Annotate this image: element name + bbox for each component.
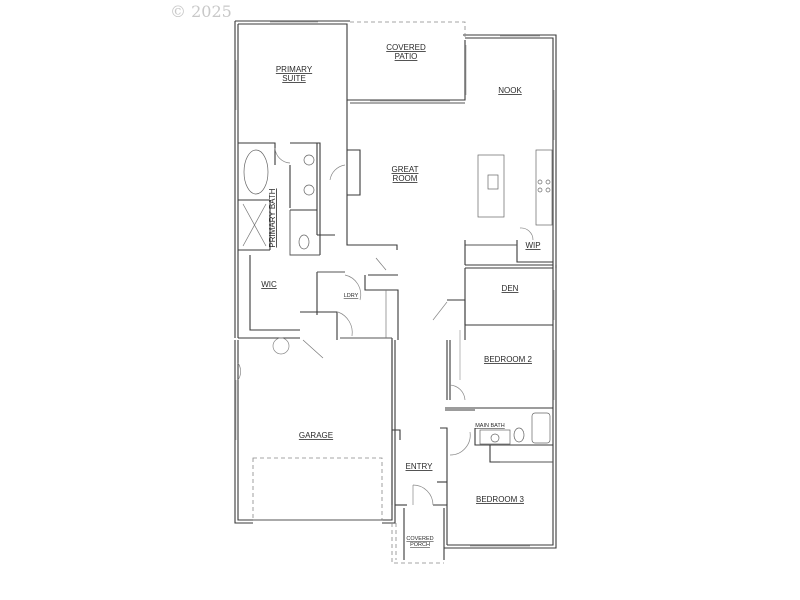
svg-text:PORCH: PORCH xyxy=(410,542,430,548)
room-label-entry: ENTRY xyxy=(406,462,434,471)
room-label-covered-porch: COVERED xyxy=(406,536,433,542)
room-label-nook: NOOK xyxy=(498,86,522,95)
shower-icon xyxy=(242,203,267,247)
room-label-wip: WIP xyxy=(525,241,540,250)
toilet-icon xyxy=(513,427,525,443)
sink-icon xyxy=(303,154,315,166)
main-bath xyxy=(449,412,553,463)
toilet-icon xyxy=(298,234,310,250)
svg-text:SUITE: SUITE xyxy=(282,74,306,83)
room-label-bedroom-2: BEDROOM 2 xyxy=(484,355,533,364)
room-label-garage: GARAGE xyxy=(299,431,333,440)
svg-text:PATIO: PATIO xyxy=(395,52,418,61)
room-label-primary-suite: PRIMARY xyxy=(276,65,313,74)
room-label-covered-patio: COVERED xyxy=(386,43,426,52)
laundry xyxy=(337,257,399,340)
room-label-den: DEN xyxy=(502,284,519,293)
sink-icon xyxy=(490,433,500,443)
garage xyxy=(237,337,383,521)
bathtub-icon xyxy=(531,412,551,444)
entry xyxy=(391,340,448,506)
sink-icon xyxy=(303,184,315,196)
svg-text:ROOM: ROOM xyxy=(393,174,418,183)
kitchen xyxy=(464,149,553,265)
room-label-bedroom-3: BEDROOM 3 xyxy=(476,495,525,504)
wic xyxy=(238,255,345,340)
copyright-watermark: © 2025 xyxy=(170,2,232,21)
fireplace xyxy=(347,149,361,196)
room-label-main-bath: MAIN BATH xyxy=(475,423,505,429)
room-label-wic: WIC xyxy=(261,280,277,289)
covered-patio-outline xyxy=(350,21,466,40)
bathtub-icon xyxy=(243,149,269,195)
bedrooms xyxy=(432,264,553,411)
room-label-laundry: LDRY xyxy=(344,293,359,299)
kitchen-sink-icon xyxy=(487,174,499,190)
room-label-primary-bath: PRIMARY BATH xyxy=(268,188,277,247)
great-room-wall xyxy=(346,100,398,250)
primary-bath xyxy=(238,142,321,256)
counter xyxy=(535,149,553,226)
room-label-great-room: GREAT xyxy=(392,165,419,174)
